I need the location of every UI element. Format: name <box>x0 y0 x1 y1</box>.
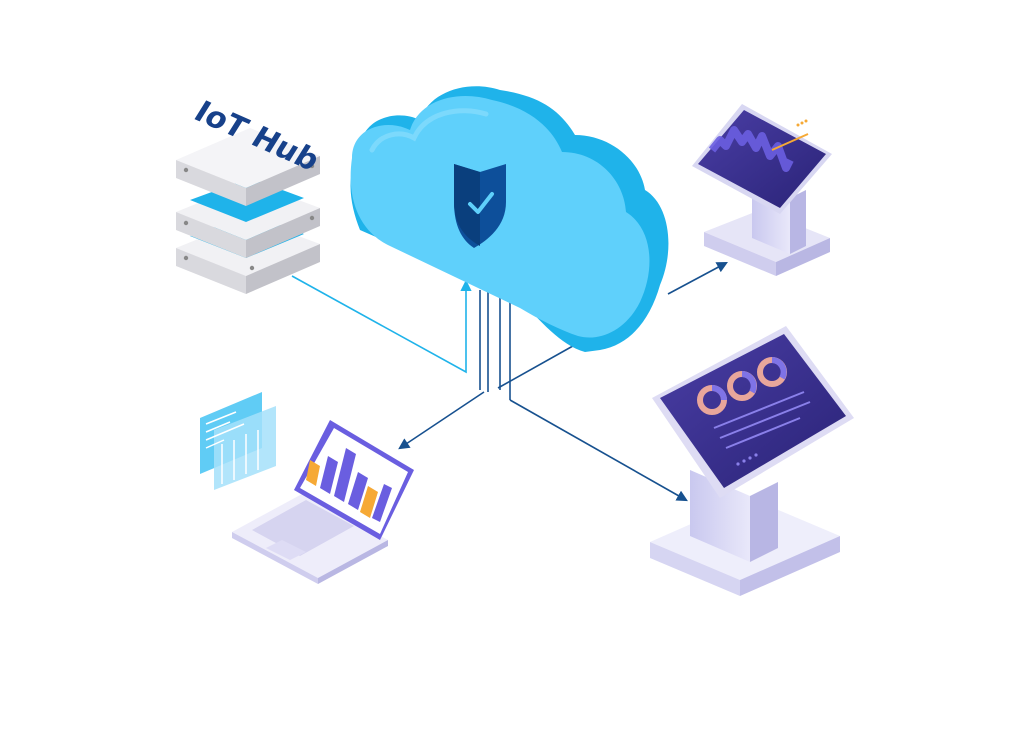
cloud-to-small-kiosk-arrow <box>667 261 728 295</box>
cloud-return-line <box>497 341 581 389</box>
bar-chart-icon <box>306 448 392 522</box>
kiosk-small <box>692 104 832 276</box>
cloud-to-laptop-arrow <box>398 391 485 450</box>
iot-hub-server: IoT Hub <box>176 95 326 294</box>
kiosk-large <box>650 326 854 596</box>
cloud-highlight <box>369 108 489 153</box>
shield-check-icon <box>454 164 506 248</box>
line-chart-icon <box>708 126 794 172</box>
code-panel-front <box>214 406 276 490</box>
cloud <box>350 86 669 352</box>
donut-charts-icon <box>697 357 787 415</box>
code-panels <box>200 392 276 490</box>
connectors <box>291 261 728 502</box>
server-unit-1 <box>176 128 320 271</box>
server-to-cloud-connector <box>291 275 472 374</box>
laptop <box>232 420 414 584</box>
cloud-to-large-kiosk-arrow <box>509 399 688 502</box>
